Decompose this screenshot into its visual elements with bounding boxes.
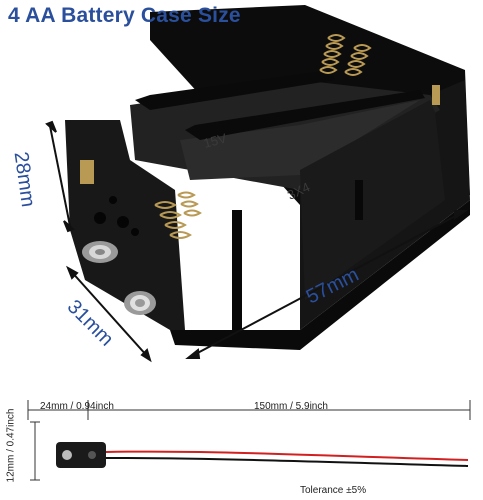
- connector-wire-length: 150mm / 5.9inch: [254, 401, 328, 412]
- case-marking-voltage: 15V: [202, 130, 229, 151]
- snap-terminal-bottom: [124, 291, 156, 315]
- page-title: 4 AA Battery Case Size: [8, 4, 241, 27]
- connector-drawing: [27, 400, 471, 481]
- battery-case: [65, 5, 470, 350]
- tolerance-note: Tolerance ±5%: [300, 485, 367, 496]
- snap-terminal-top: [82, 241, 118, 263]
- connector-head-height: 12mm / 0.47inch: [5, 408, 17, 483]
- connector-head-length: 24mm / 0.94inch: [40, 401, 114, 412]
